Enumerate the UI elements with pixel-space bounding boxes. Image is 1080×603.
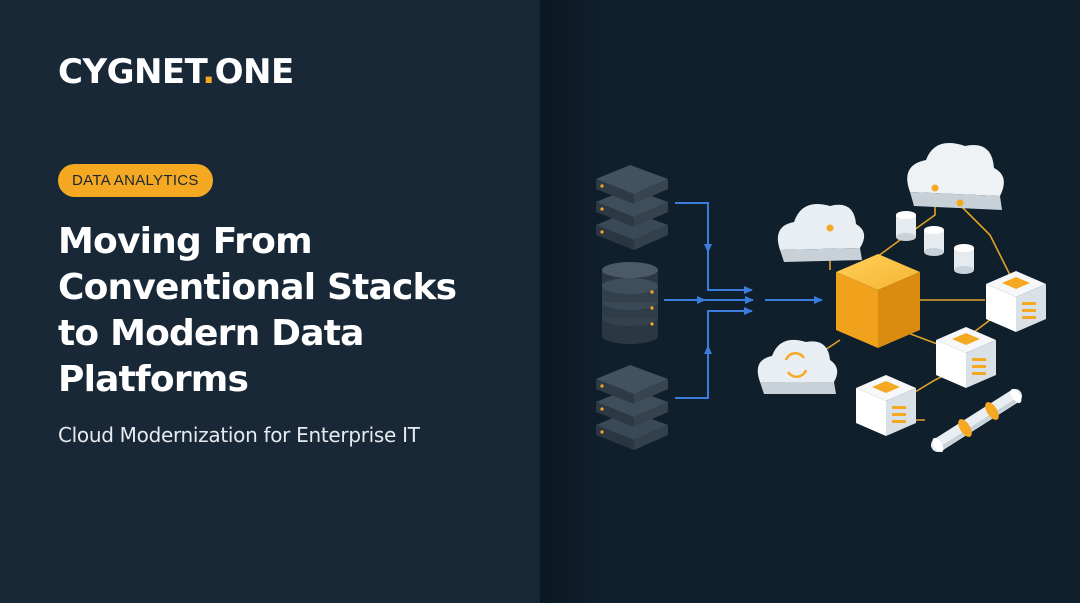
- left-panel: [0, 0, 540, 603]
- data-cube-icon: [836, 254, 920, 348]
- cylinder-icon: [896, 211, 974, 274]
- headline-line: Moving From: [58, 221, 313, 262]
- headline-line: to Modern Data: [58, 313, 364, 354]
- category-badge: DATA ANALYTICS: [58, 164, 213, 197]
- brand-name-part1: CYGNET: [58, 52, 203, 92]
- headline: Moving From Conventional Stacks to Moder…: [58, 219, 528, 403]
- flow-arrows: [664, 202, 823, 399]
- storage-box-icon: [986, 271, 1046, 332]
- headline-line: Platforms: [58, 359, 249, 400]
- pipeline-icon: [931, 388, 1022, 453]
- data-platform-illustration: [596, 143, 1046, 453]
- cloud-icon: [907, 143, 1004, 210]
- server-stack-icon: [596, 365, 668, 450]
- database-icon: [602, 262, 658, 344]
- headline-line: Conventional Stacks: [58, 267, 457, 308]
- server-stack-icon: [596, 165, 668, 250]
- brand-dot: .: [202, 52, 215, 92]
- brand-logo: CYGNET.ONE: [58, 52, 294, 92]
- cloud-icon: [777, 204, 865, 262]
- cloud-sync-icon: [757, 339, 838, 394]
- storage-box-icon: [856, 375, 916, 436]
- brand-name-part2: ONE: [214, 52, 295, 92]
- storage-box-icon: [936, 327, 996, 388]
- subtitle: Cloud Modernization for Enterprise IT: [58, 423, 420, 447]
